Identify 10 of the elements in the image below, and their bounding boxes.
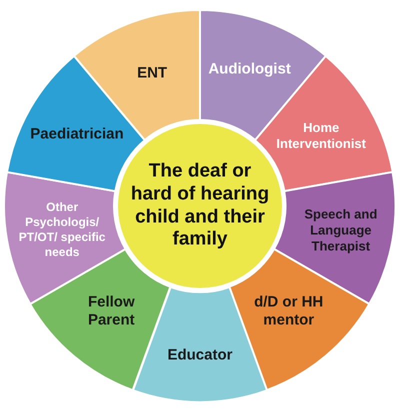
segment-label: ENT — [136, 65, 168, 84]
segment-label: Other Psychologis/ PT/OT/ specific needs — [18, 200, 106, 260]
segment-label: Speech and Language Therapist — [303, 206, 378, 256]
center-label: The deaf or hard of hearing child and their family — [130, 160, 270, 252]
segment-label: Audiologist — [207, 60, 292, 80]
segment-label: Paediatrician — [29, 126, 125, 144]
segment-label: Fellow Parent — [86, 292, 136, 330]
segment-label: d/D or HH mentor — [253, 292, 324, 330]
segment-label: Educator — [166, 346, 234, 366]
segment-label: Home Interventionist — [275, 120, 367, 152]
